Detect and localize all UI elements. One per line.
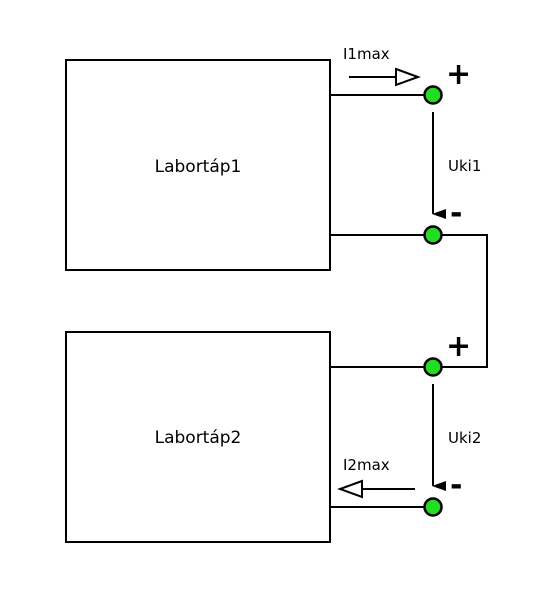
- voltage-label-1: Uki1: [448, 157, 481, 175]
- wire-series-link: [433, 234, 488, 368]
- labortap1-box: [65, 59, 331, 271]
- labortap2-label: Labortáp2: [155, 428, 242, 448]
- terminal-1-minus: [423, 225, 443, 245]
- current-arrow-2: [337, 479, 415, 499]
- labortap2-box: [65, 331, 331, 543]
- current-arrow-1: [349, 67, 421, 87]
- terminal-1-plus: [423, 85, 443, 105]
- minus-sign-2: -: [450, 468, 462, 503]
- terminal-2-plus: [423, 357, 443, 377]
- terminal-2-minus: [423, 497, 443, 517]
- current-label-1: I1max: [343, 45, 390, 63]
- plus-sign-2: +: [446, 329, 471, 364]
- current-label-2: I2max: [343, 456, 390, 474]
- labortap1-label: Labortáp1: [155, 157, 242, 177]
- voltage-label-2: Uki2: [448, 429, 481, 447]
- plus-sign-1: +: [446, 57, 471, 92]
- minus-sign-1: -: [450, 196, 462, 231]
